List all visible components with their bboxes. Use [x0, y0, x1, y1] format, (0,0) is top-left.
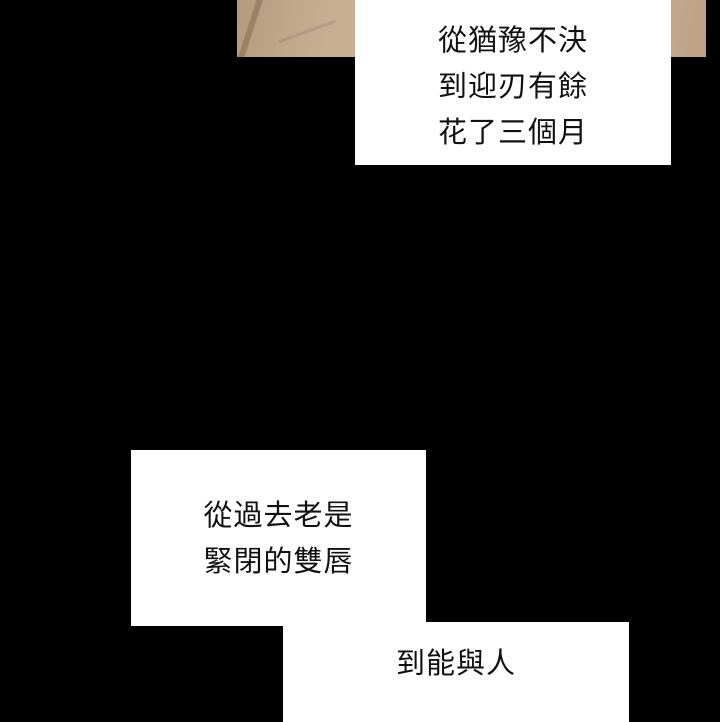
caption-box-2: 從過去老是 緊閉的雙唇 — [131, 450, 426, 626]
caption-box-1: 從猶豫不決 到迎刃有餘 花了三個月 — [355, 0, 671, 165]
caption-line: 緊閉的雙唇 — [203, 544, 354, 578]
caption-line: 花了三個月 — [437, 114, 588, 149]
skin-crease — [237, 0, 264, 57]
caption-line: 從過去老是 — [203, 498, 354, 532]
caption-box-3: 到能與人 — [283, 622, 629, 722]
caption-line: 到迎刃有餘 — [437, 68, 588, 103]
caption-line: 從猶豫不決 — [437, 22, 588, 57]
skin-crease — [278, 19, 336, 44]
caption-line: 到能與人 — [395, 646, 516, 680]
